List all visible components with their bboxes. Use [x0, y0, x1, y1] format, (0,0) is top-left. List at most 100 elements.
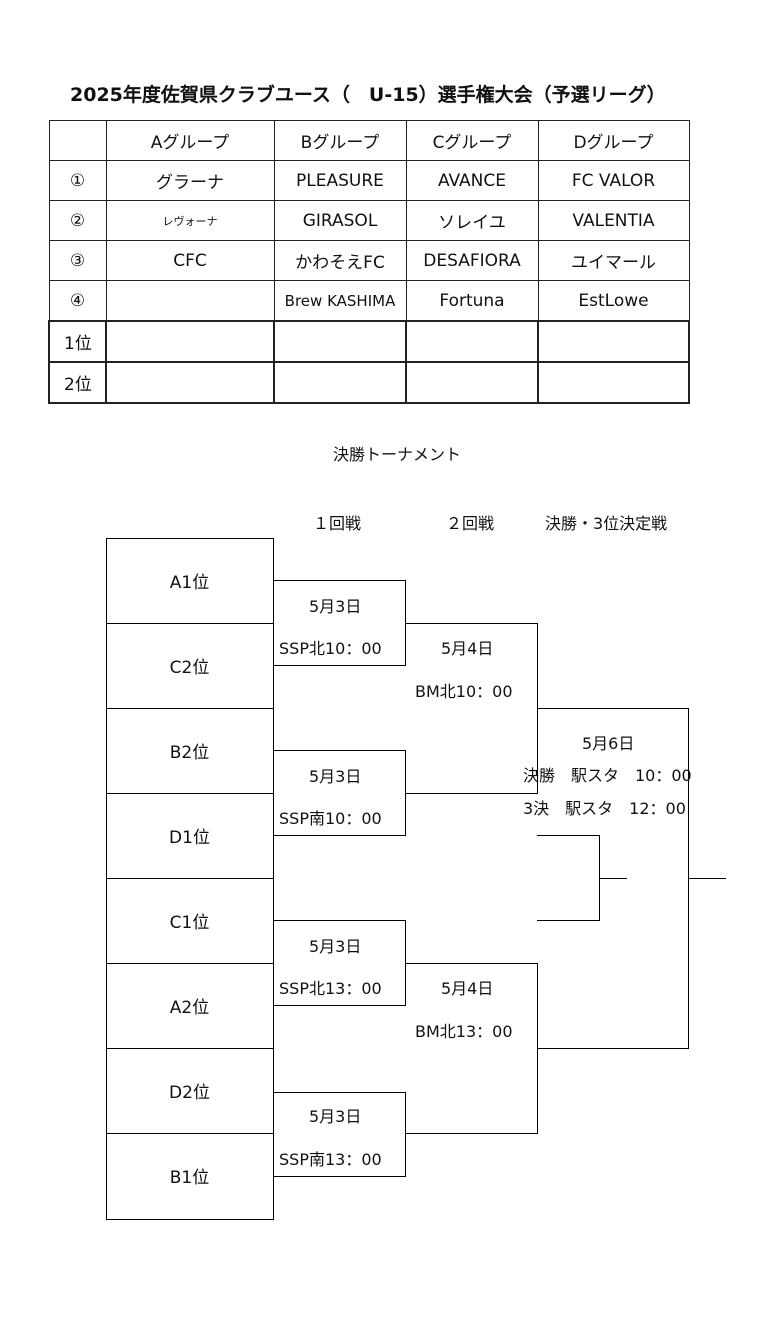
third-place-schedule: 3決 駅スタ 12：00 — [523, 799, 686, 818]
team-box-divider — [106, 1048, 274, 1049]
bracket-line — [273, 750, 406, 751]
bracket-line — [405, 793, 538, 794]
team-box-divider — [106, 623, 274, 624]
table-cell — [273, 320, 407, 363]
table-cell — [405, 361, 539, 404]
table-cell — [273, 361, 407, 404]
rank-label: 2位 — [48, 361, 107, 404]
team-box-right-line — [273, 538, 274, 1220]
team-box-divider — [106, 1219, 274, 1220]
header-cell — [48, 120, 107, 161]
table-cell: ソレイユ — [405, 200, 539, 241]
final-date: 5月6日 — [582, 734, 635, 753]
table-cell — [405, 320, 539, 363]
match-venue-time: BM北13：00 — [415, 1022, 513, 1041]
team-slot: D1位 — [169, 828, 210, 848]
table-cell: グラーナ — [105, 160, 275, 201]
bracket-line — [405, 1092, 406, 1177]
team-box-divider — [106, 963, 274, 964]
bracket-line — [688, 878, 726, 879]
team-slot: B1位 — [169, 1168, 210, 1188]
rank-label: 1位 — [48, 320, 107, 363]
third-place-line — [537, 835, 600, 836]
bracket-line — [537, 708, 689, 709]
table-row: ① グラーナ PLEASURE AVANCE FC VALOR — [48, 160, 690, 201]
team-slot: B2位 — [169, 743, 210, 763]
team-slot: C2位 — [169, 658, 210, 678]
table-cell: DESAFIORA — [405, 240, 539, 281]
match-venue-time: SSP南10：00 — [279, 809, 382, 828]
table-row: 1位 — [48, 320, 690, 363]
bracket-line — [273, 1176, 406, 1177]
match-date: 5月3日 — [309, 1107, 362, 1126]
table-cell — [537, 320, 690, 363]
table-cell — [537, 361, 690, 404]
round-header-1: １回戦 — [313, 514, 362, 533]
team-slot: A2位 — [169, 998, 210, 1018]
table-cell: FC VALOR — [537, 160, 690, 201]
header-cell-group-b: Bグループ — [273, 120, 407, 161]
table-cell: EstLowe — [537, 280, 690, 322]
table-cell: VALENTIA — [537, 200, 690, 241]
match-date: 5月4日 — [441, 979, 494, 998]
team-slot: D2位 — [169, 1083, 210, 1103]
match-venue-time: SSP北13：00 — [279, 979, 382, 998]
bracket-line — [273, 580, 406, 581]
table-row: 2位 — [48, 361, 690, 404]
team-box-divider — [106, 793, 274, 794]
table-row: ② レヴォーナ GIRASOL ソレイユ VALENTIA — [48, 200, 690, 241]
table-cell: Fortuna — [405, 280, 539, 322]
seed-label: ② — [48, 200, 107, 241]
bracket-title: 決勝トーナメント — [333, 445, 462, 464]
team-slot: A1位 — [169, 573, 210, 593]
table-cell: レヴォーナ — [105, 200, 275, 241]
table-cell: PLEASURE — [273, 160, 407, 201]
team-slot: C1位 — [169, 913, 210, 933]
header-cell-group-a: Aグループ — [105, 120, 275, 161]
match-venue-time: SSP北10：00 — [279, 639, 382, 658]
table-cell: ユイマール — [537, 240, 690, 281]
bracket-line — [405, 1133, 538, 1134]
bracket-line — [273, 835, 406, 836]
bracket-line — [537, 1048, 689, 1049]
match-date: 5月3日 — [309, 937, 362, 956]
team-box-divider — [106, 878, 274, 879]
table-row: ④ Brew KASHIMA Fortuna EstLowe — [48, 280, 690, 322]
seed-label: ③ — [48, 240, 107, 281]
team-box-divider — [106, 1133, 274, 1134]
third-place-line — [537, 920, 600, 921]
bracket-line — [273, 665, 406, 666]
round-header-final: 決勝・3位決定戦 — [545, 514, 668, 533]
seed-label: ① — [48, 160, 107, 201]
table-cell — [105, 280, 275, 322]
bracket-line — [405, 623, 538, 624]
page-title: 2025年度佐賀県クラブユース（ U-15）選手権大会（予選リーグ） — [70, 84, 666, 106]
table-cell: Brew KASHIMA — [273, 280, 407, 322]
table-row: ③ CFC かわそえFC DESAFIORA ユイマール — [48, 240, 690, 281]
bracket-line — [273, 920, 406, 921]
match-venue-time: SSP南13：00 — [279, 1150, 382, 1169]
team-box-divider — [106, 538, 274, 539]
table-header-row: Aグループ Bグループ Cグループ Dグループ — [48, 120, 690, 161]
table-cell: CFC — [105, 240, 275, 281]
third-place-line — [599, 878, 627, 879]
league-table: Aグループ Bグループ Cグループ Dグループ ① グラーナ PLEASURE … — [48, 120, 690, 404]
round-header-2: ２回戦 — [446, 514, 495, 533]
match-venue-time: BM北10：00 — [415, 682, 513, 701]
table-cell — [105, 320, 275, 363]
table-cell: AVANCE — [405, 160, 539, 201]
bracket-line — [273, 1092, 406, 1093]
table-cell: GIRASOL — [273, 200, 407, 241]
seed-label: ④ — [48, 280, 107, 322]
final-match-info: 5月6日 決勝 駅スタ 10：00 3決 駅スタ 12：00 — [523, 724, 692, 824]
team-box-divider — [106, 708, 274, 709]
header-cell-group-c: Cグループ — [405, 120, 539, 161]
match-date: 5月4日 — [441, 639, 494, 658]
table-cell: かわそえFC — [273, 240, 407, 281]
team-box-left-line — [106, 538, 107, 1220]
final-schedule: 決勝 駅スタ 10：00 — [523, 766, 692, 785]
header-cell-group-d: Dグループ — [537, 120, 690, 161]
table-cell — [105, 361, 275, 404]
match-date: 5月3日 — [309, 597, 362, 616]
bracket-line — [273, 1005, 406, 1006]
